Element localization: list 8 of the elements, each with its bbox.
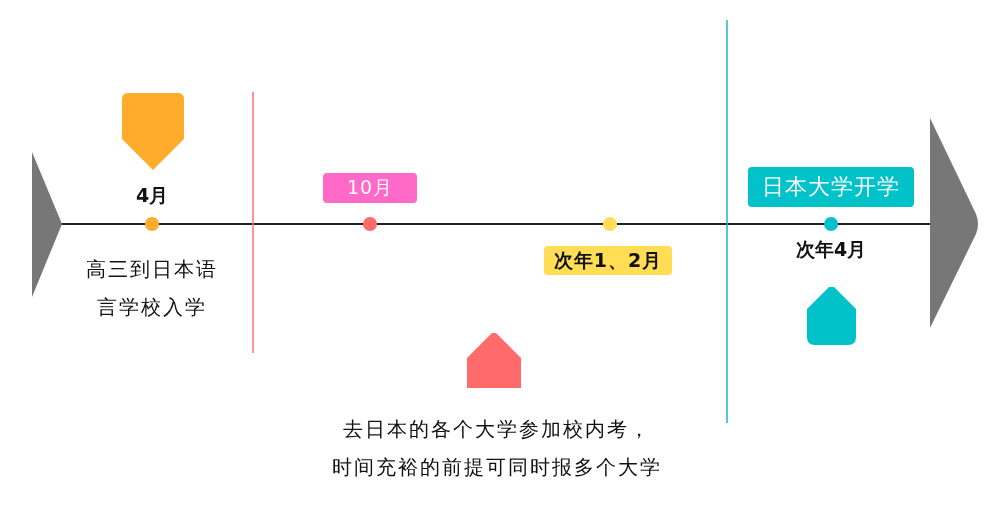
- date-badge: 日本大学开学: [748, 167, 914, 207]
- date-label: 次年4月: [794, 237, 868, 262]
- date-label: 4月: [134, 183, 170, 208]
- event-description: 去日本的各个大学参加校内考，: [342, 416, 652, 443]
- date-badge: 次年1、2月: [544, 246, 672, 275]
- event-description: 高三到日本语言学校入学: [85, 256, 219, 321]
- event-description: 时间充裕的前提可同时报多个大学: [331, 454, 663, 481]
- date-badge: 10月: [323, 173, 417, 203]
